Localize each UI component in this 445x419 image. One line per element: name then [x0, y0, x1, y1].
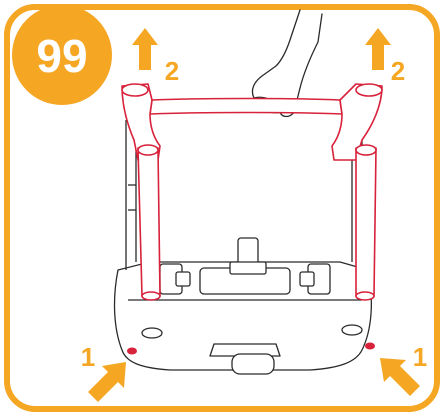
arrow-diagonal-icon: 1	[380, 342, 427, 396]
step-number: 99	[36, 30, 87, 82]
arrow-press-right-label: 1	[413, 342, 427, 372]
arrow-up-right-label: 2	[391, 56, 405, 86]
arrow-diagonal-icon: 1	[81, 342, 126, 402]
arrow-up-icon: 2	[365, 28, 405, 86]
release-button-right	[365, 343, 375, 350]
arrow-up-left-label: 2	[165, 56, 179, 86]
arrow-press-left-label: 1	[81, 342, 95, 372]
step-number-badge: 99	[12, 5, 112, 105]
release-button-left	[127, 348, 137, 355]
arrow-up-icon: 2	[132, 28, 179, 86]
